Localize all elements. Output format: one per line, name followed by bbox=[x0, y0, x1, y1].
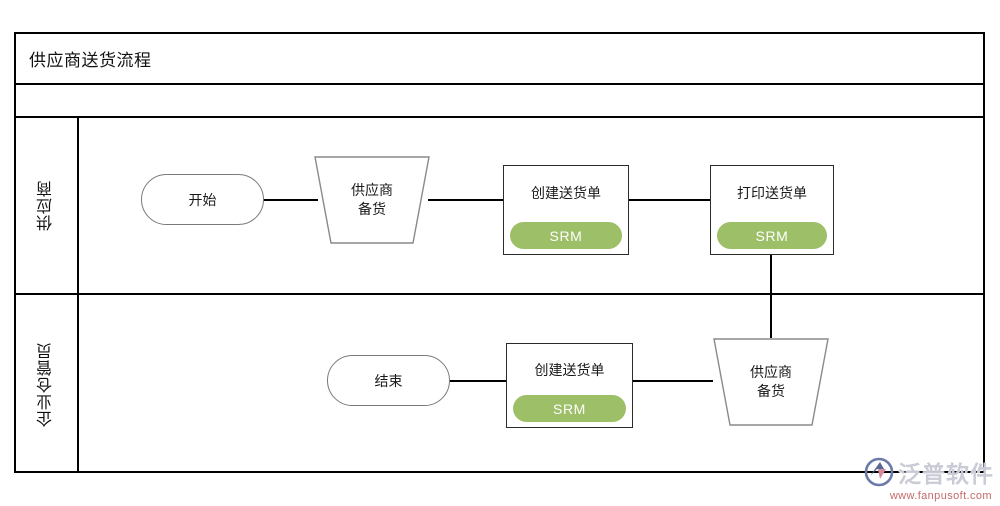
swimlane-warehouse: 企业仓管员 bbox=[16, 295, 983, 473]
badge-srm-create-2: SRM bbox=[513, 395, 626, 422]
node-supplier-prep-1-label: 供应商 备货 bbox=[313, 181, 431, 219]
node-supplier-prep-1-line1: 供应商 bbox=[351, 182, 393, 199]
node-supplier-prep-1-line2: 备货 bbox=[358, 201, 386, 217]
node-create-delivery-note-2[interactable]: 创建送货单 SRM bbox=[506, 343, 633, 428]
diagram-header-spacer-band bbox=[16, 85, 983, 118]
trapezoid-shape-icon bbox=[314, 156, 430, 244]
swimlane-diagram-frame: 供应商送货流程 供应商 企业仓管员 bbox=[14, 32, 985, 473]
node-create-delivery-note-2-label: 创建送货单 bbox=[534, 361, 605, 378]
node-print-delivery-note[interactable]: 打印送货单 SRM bbox=[710, 165, 834, 255]
node-create-delivery-note-1[interactable]: 创建送货单 SRM bbox=[503, 165, 629, 255]
swimlane-label-cell-supplier: 供应商 bbox=[16, 118, 79, 293]
diagram-title: 供应商送货流程 bbox=[29, 51, 152, 70]
node-supplier-prep-2-line1: 供应商 bbox=[750, 364, 792, 381]
fanpu-logo-icon bbox=[864, 457, 894, 487]
node-start-label: 开始 bbox=[188, 191, 217, 208]
node-end-label: 结束 bbox=[374, 372, 403, 389]
connector-prep2-to-create2 bbox=[632, 380, 713, 382]
watermark: 泛普软件 www.fanpusoft.com bbox=[844, 454, 994, 502]
node-supplier-prep-1[interactable]: 供应商 备货 bbox=[313, 155, 431, 245]
connector-create2-to-end bbox=[449, 380, 507, 382]
swimlane-label-warehouse: 企业仓管员 bbox=[37, 341, 55, 427]
watermark-name: 泛普软件 bbox=[898, 461, 994, 487]
watermark-url: www.fanpusoft.com bbox=[889, 490, 992, 502]
node-create-delivery-note-1-label: 创建送货单 bbox=[531, 185, 601, 202]
node-print-delivery-note-label: 打印送货单 bbox=[737, 185, 807, 202]
diagram-title-band: 供应商送货流程 bbox=[16, 34, 983, 85]
connector-start-to-prep1 bbox=[262, 199, 318, 201]
connector-create1-to-print1 bbox=[627, 199, 712, 201]
swimlane-label-supplier: 供应商 bbox=[37, 180, 55, 231]
node-start[interactable]: 开始 bbox=[141, 174, 264, 225]
watermark-brand-row: 泛普软件 bbox=[864, 455, 994, 489]
badge-srm-print: SRM bbox=[717, 222, 827, 249]
connector-print1-to-prep2 bbox=[770, 248, 772, 338]
node-supplier-prep-2[interactable]: 供应商 备货 bbox=[712, 337, 830, 427]
trapezoid-shape-icon bbox=[713, 338, 829, 426]
node-end[interactable]: 结束 bbox=[327, 355, 450, 406]
swimlane-label-cell-warehouse: 企业仓管员 bbox=[16, 295, 79, 473]
node-supplier-prep-2-label: 供应商 备货 bbox=[712, 363, 830, 401]
node-supplier-prep-2-line2: 备货 bbox=[757, 383, 785, 399]
badge-srm-create-1: SRM bbox=[510, 222, 622, 249]
connector-prep1-to-create1 bbox=[428, 199, 505, 201]
swimlane-supplier: 供应商 bbox=[16, 118, 983, 295]
